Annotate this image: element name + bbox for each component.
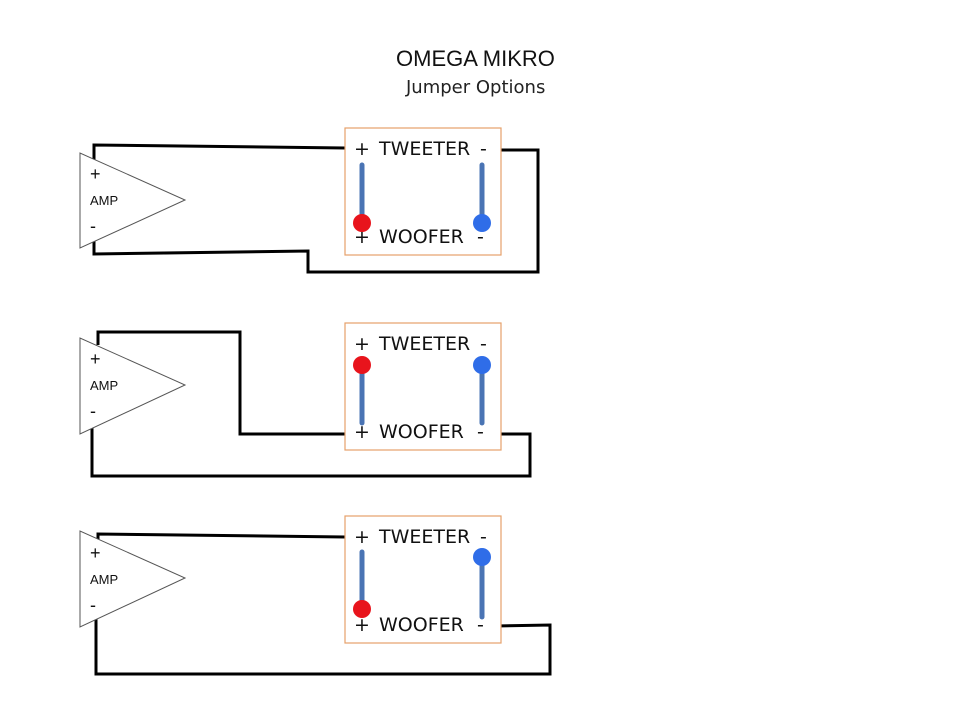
- woofer-plus-label: +: [354, 614, 370, 636]
- amp-triangle: [79, 152, 187, 249]
- speaker-terminal-box: [344, 322, 502, 451]
- tweeter-label: TWEETER: [378, 526, 470, 548]
- amp-plus-label: +: [90, 349, 101, 369]
- wiring-option-1: + AMP - + TWEETER - + WOOFER -: [79, 127, 540, 274]
- wire-amp-plus-to-tweeter-plus: [96, 532, 346, 545]
- woofer-label: WOOFER: [379, 421, 464, 443]
- diagram-title: OMEGA MIKRO: [396, 46, 555, 71]
- amp-label: AMP: [90, 572, 118, 587]
- wire-amp-minus-to-woofer-minus: [90, 425, 532, 478]
- woofer-minus-label: -: [477, 226, 484, 248]
- tweeter-label: TWEETER: [378, 138, 470, 160]
- speaker-terminal-box: [344, 127, 502, 256]
- woofer-label: WOOFER: [379, 226, 464, 248]
- tweeter-minus-label: -: [480, 138, 487, 160]
- negative-jumper-plug: [473, 214, 491, 232]
- tweeter-minus-label: -: [480, 333, 487, 355]
- positive-jumper-plug: [353, 600, 371, 618]
- diagram-subtitle: Jumper Options: [406, 77, 546, 98]
- woofer-plus-label: +: [354, 421, 370, 443]
- wire-amp-minus-to-woofer-plus: [92, 148, 540, 274]
- wiring-option-2: + AMP - + TWEETER - + WOOFER -: [79, 322, 532, 478]
- amp-label: AMP: [90, 378, 118, 393]
- tweeter-plus-label: +: [354, 333, 370, 355]
- amp-minus-label: -: [90, 401, 96, 421]
- wire-amp-minus-to-woofer-minus: [94, 617, 552, 676]
- positive-jumper-plug: [353, 356, 371, 374]
- tweeter-minus-label: -: [480, 526, 487, 548]
- tweeter-plus-label: +: [354, 526, 370, 548]
- positive-jumper-plug: [353, 214, 371, 232]
- woofer-plus-label: +: [354, 226, 370, 248]
- tweeter-label: TWEETER: [378, 333, 470, 355]
- woofer-minus-label: -: [477, 421, 484, 443]
- tweeter-plus-label: +: [354, 138, 370, 160]
- wire-amp-plus-to-tweeter-plus: [92, 143, 346, 160]
- speaker-terminal-box: [344, 515, 502, 644]
- woofer-minus-label: -: [477, 614, 484, 636]
- wiring-option-3: + AMP - + TWEETER - + WOOFER -: [79, 515, 552, 676]
- amp-label: AMP: [90, 193, 118, 208]
- amp-triangle: [79, 530, 187, 628]
- amp-triangle: [79, 337, 187, 435]
- woofer-label: WOOFER: [379, 614, 464, 636]
- negative-jumper-plug: [473, 548, 491, 566]
- amp-minus-label: -: [90, 216, 96, 236]
- amp-plus-label: +: [90, 164, 101, 184]
- wire-amp-plus-to-woofer-plus: [96, 330, 345, 436]
- amp-minus-label: -: [90, 595, 96, 615]
- negative-jumper-plug: [473, 356, 491, 374]
- amp-plus-label: +: [90, 543, 101, 563]
